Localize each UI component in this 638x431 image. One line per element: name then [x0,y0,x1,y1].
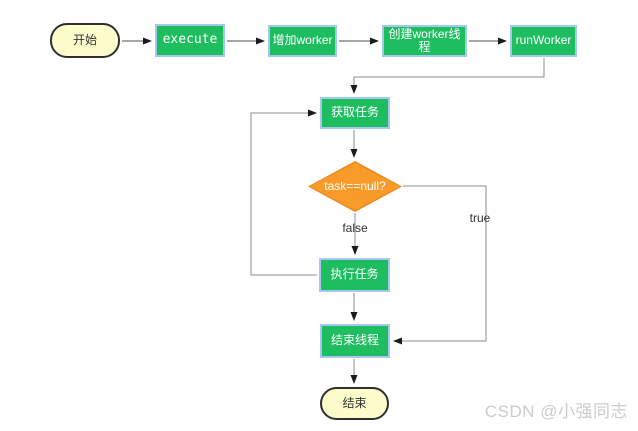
csdn-watermark: CSDN @小强同志 [484,402,628,421]
execute-node: execute [155,24,225,57]
create-worker-thread-node: 创建worker线程 [382,25,467,57]
end-node: 结束 [320,387,389,420]
start-node: 开始 [50,23,120,58]
execute-task-node: 执行任务 [319,258,390,292]
task-null-decision-node: task==null? [308,161,402,212]
true-edge-label: true [469,211,491,225]
end-thread-node: 结束线程 [320,324,390,358]
decision-label: task==null? [324,178,386,193]
false-edge-label: false [342,221,368,235]
get-task-node: 获取任务 [320,97,390,129]
run-worker-node: runWorker [510,25,577,57]
add-worker-node: 增加worker [268,25,337,57]
